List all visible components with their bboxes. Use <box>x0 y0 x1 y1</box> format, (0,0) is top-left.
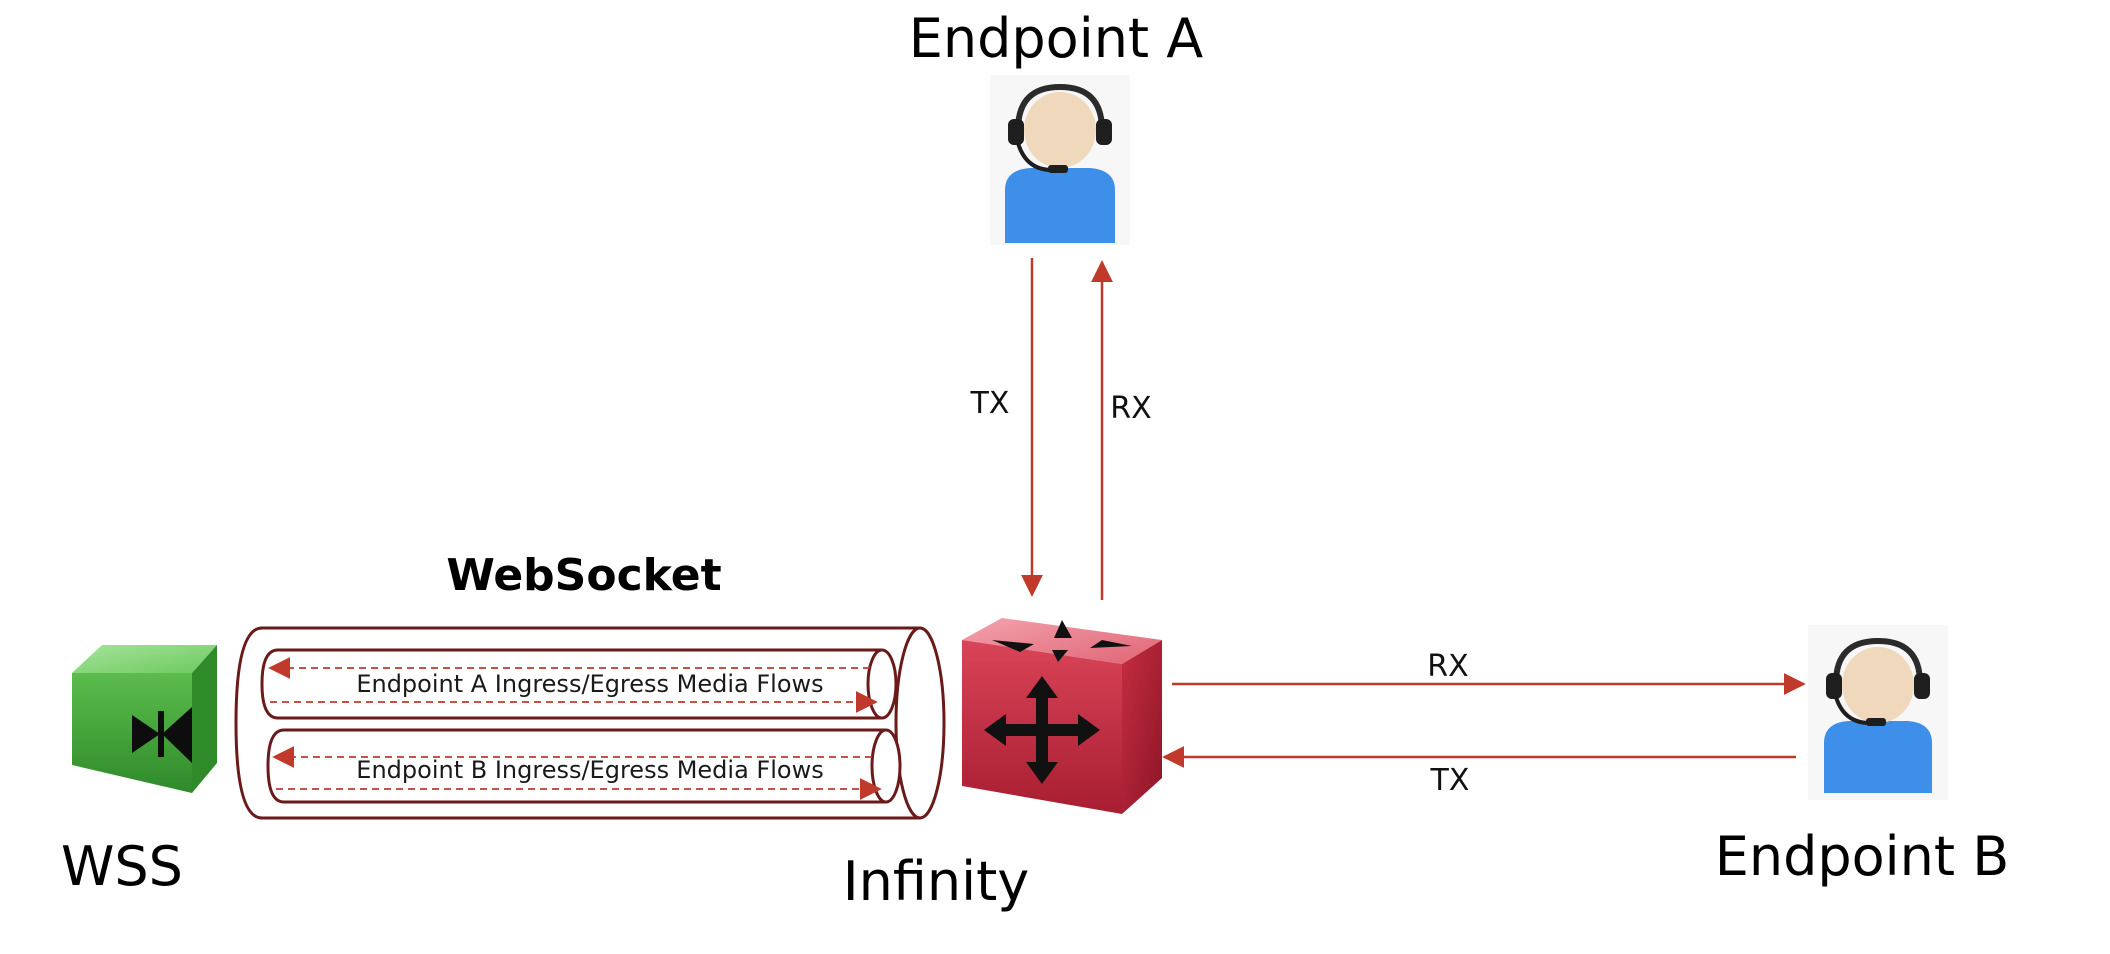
red-router-cube-icon <box>962 618 1162 814</box>
endpoint-b-rx-label: RX <box>1427 649 1468 684</box>
endpoint-b-label: Endpoint B <box>1715 825 2010 888</box>
flow-pipe-endpoint-a: Endpoint A Ingress/Egress Media Flows <box>260 648 898 720</box>
flow-label-endpoint-a: Endpoint A Ingress/Egress Media Flows <box>356 670 823 698</box>
infinity-label: Infinity <box>843 850 1030 913</box>
endpoint-a-rx-label: RX <box>1110 391 1151 426</box>
websocket-tunnel: Endpoint A Ingress/Egress Media Flows En… <box>234 626 946 820</box>
websocket-title: WebSocket <box>446 550 721 601</box>
headset-user-icon <box>1808 625 1948 800</box>
endpoint-a-label: Endpoint A <box>909 7 1204 70</box>
endpoint-b-tx-label: TX <box>1430 763 1470 798</box>
green-cube-icon <box>72 645 217 793</box>
flow-pipe-endpoint-b: Endpoint B Ingress/Egress Media Flows <box>266 728 902 804</box>
headset-user-icon <box>990 75 1130 245</box>
wss-label: WSS <box>61 835 183 898</box>
endpoint-a-tx-label: TX <box>970 386 1010 421</box>
flow-label-endpoint-b: Endpoint B Ingress/Egress Media Flows <box>356 756 823 784</box>
